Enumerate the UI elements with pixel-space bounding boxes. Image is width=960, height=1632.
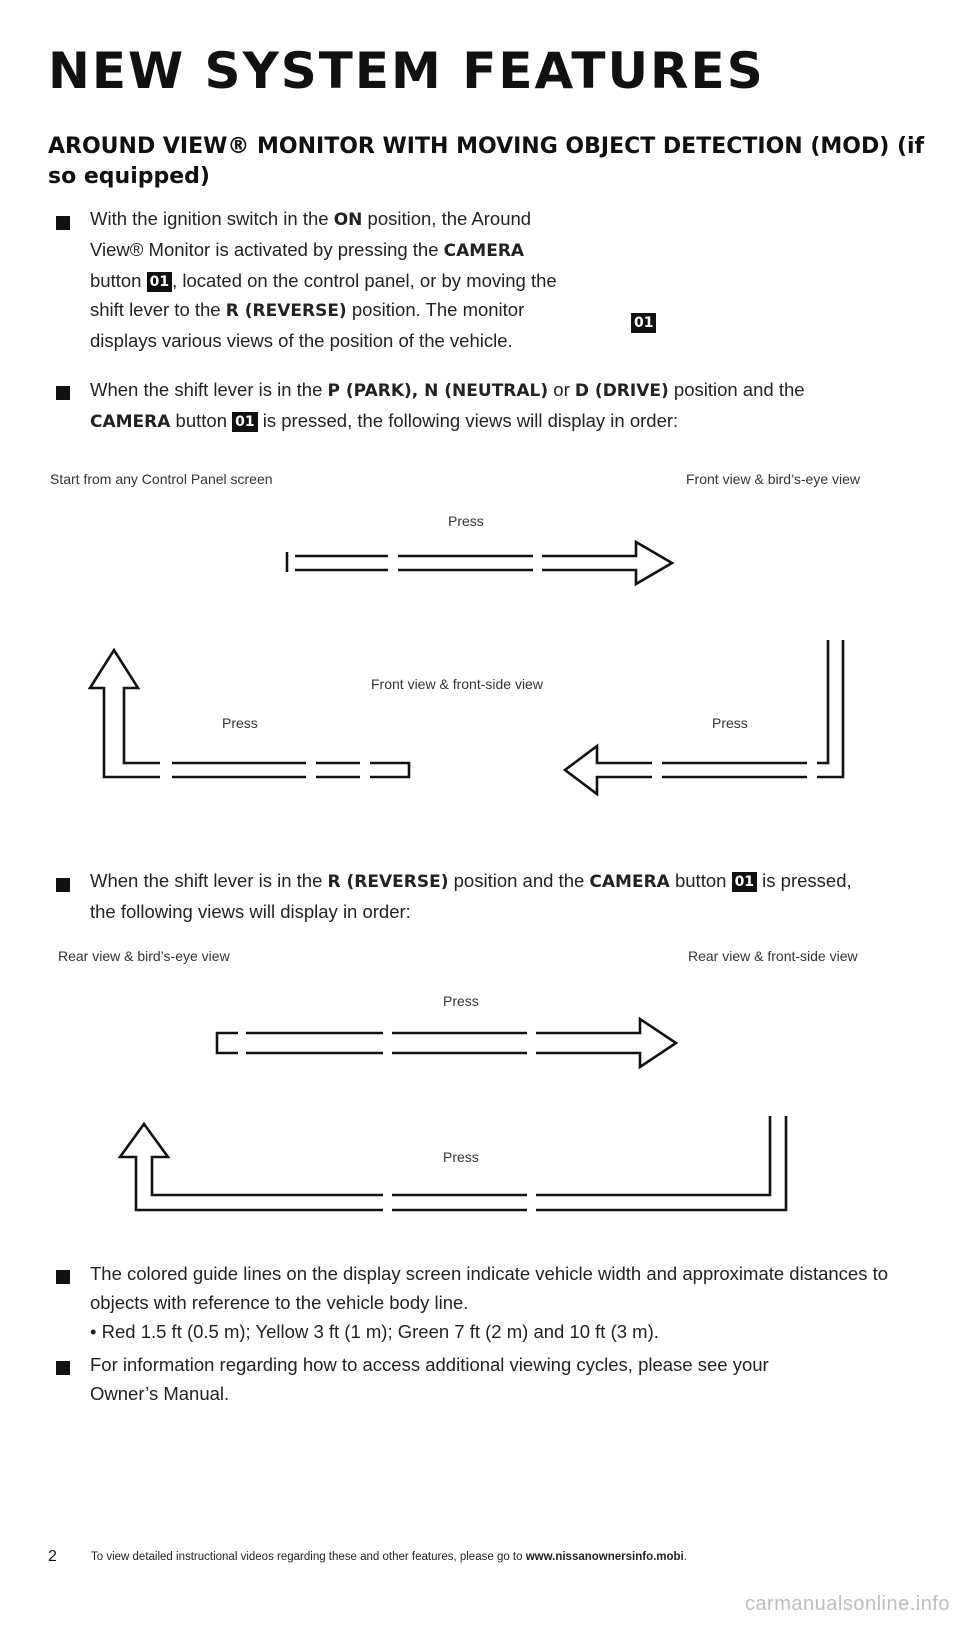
- callout-badge: 01: [146, 272, 173, 292]
- flow2-press-top: Press: [443, 993, 479, 1009]
- flow2-rear-front-side-label: Rear view & front-side view: [688, 948, 858, 964]
- flow1-front-side-label: Front view & front-side view: [371, 676, 543, 692]
- reverse-label: R (REVERSE): [225, 301, 347, 321]
- bullet-marker: [56, 1270, 70, 1284]
- watermark: carmanualsonline.info: [744, 1593, 950, 1615]
- camera-label: CAMERA: [443, 241, 525, 261]
- bullet-marker: [56, 216, 70, 230]
- footer-note: To view detailed instructional videos re…: [91, 1551, 687, 1563]
- bullet-marker: [56, 1361, 70, 1375]
- callout-badge: 01: [232, 412, 258, 432]
- bullet-reverse: When the shift lever is in the R (REVERS…: [90, 870, 852, 922]
- park-label: P (PARK), N (NEUTRAL): [327, 381, 549, 401]
- on-label: ON: [333, 210, 363, 230]
- guide-line-distances: • Red 1.5 ft (0.5 m); Yellow 3 ft (1 m);…: [90, 1321, 659, 1342]
- image-callout-badge: 01: [631, 313, 657, 333]
- flow2-rear-birdseye-label: Rear view & bird’s-eye view: [58, 948, 230, 964]
- bullet-marker: [56, 386, 70, 400]
- bullet-marker: [56, 878, 70, 892]
- camera-label: CAMERA: [90, 412, 171, 432]
- flow1-start-label: Start from any Control Panel screen: [50, 471, 273, 487]
- page-title: NEW SYSTEM FEATURES: [48, 42, 765, 100]
- flow2-arrows: [117, 1016, 788, 1212]
- page-number: 2: [48, 1548, 57, 1565]
- flow2-arrow-right: [215, 1016, 679, 1070]
- bullet-owners-manual: For information regarding how to access …: [90, 1354, 769, 1404]
- flow2-arrow-up: [117, 1116, 788, 1212]
- callout-badge: 01: [731, 872, 758, 892]
- footer-url-link[interactable]: www.nissanownersinfo.mobi: [525, 1551, 684, 1563]
- flow1-press-top: Press: [448, 513, 484, 529]
- flow1-press-right: Press: [712, 715, 748, 731]
- bullet-park-drive: When the shift lever is in the P (PARK),…: [90, 379, 805, 432]
- flow1-arrows: [87, 539, 845, 797]
- flow2-press-bottom: Press: [443, 1149, 479, 1165]
- drive-label: D (DRIVE): [574, 381, 669, 401]
- flow1-press-left: Press: [222, 715, 258, 731]
- camera-label: CAMERA: [589, 872, 670, 892]
- flow1-front-birdseye-label: Front view & bird’s-eye view: [686, 471, 861, 487]
- section-title: AROUND VIEW® MONITOR WITH MOVING OBJECT …: [48, 134, 925, 189]
- flow1-arrow-up: [87, 647, 411, 779]
- flow1-arrow-left: [562, 640, 845, 797]
- flow1-arrow-right: [285, 539, 675, 587]
- reverse-label: R (REVERSE): [327, 872, 449, 892]
- bullet-ignition-camera: With the ignition switch in the ON posit…: [90, 208, 557, 351]
- bullet-guide-lines: The colored guide lines on the display s…: [90, 1259, 890, 1346]
